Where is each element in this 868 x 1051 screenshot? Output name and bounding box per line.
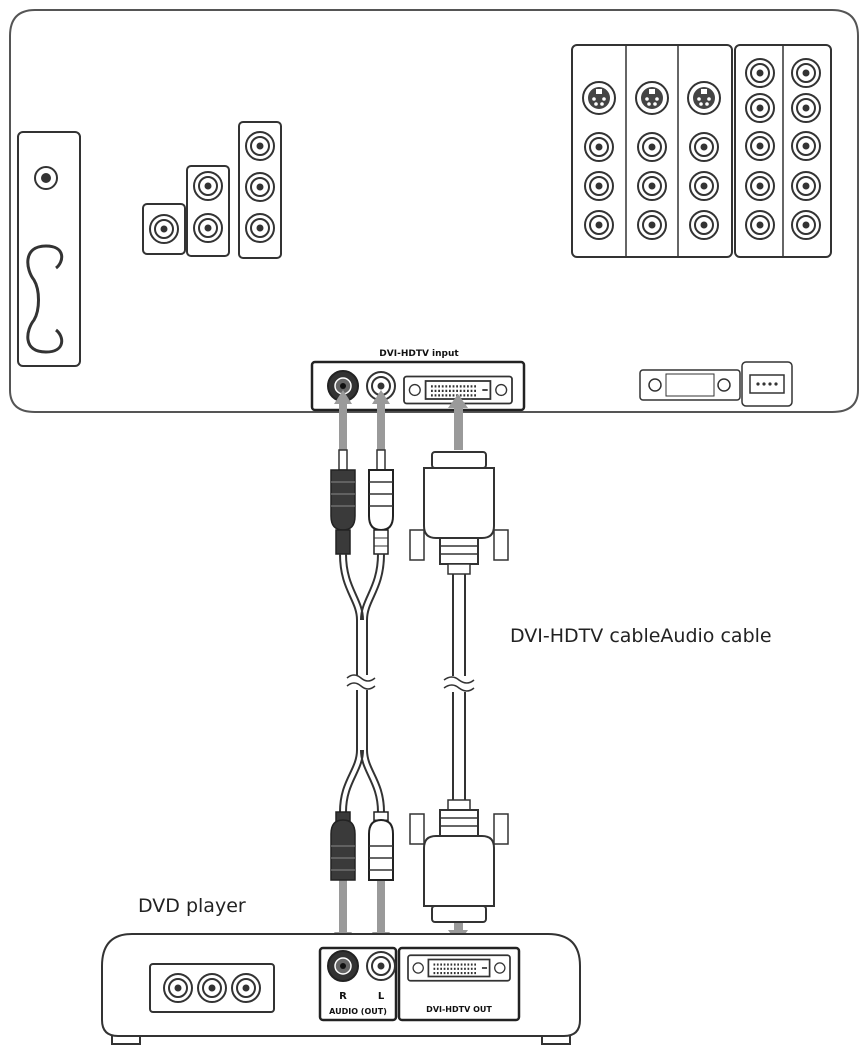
audio-plug-white-bottom (368, 811, 394, 881)
jack-group-3 (238, 121, 282, 259)
audio-cable (330, 449, 394, 881)
service-port (639, 361, 793, 407)
dvd-audio-jack-l (366, 951, 396, 981)
antenna-phone-module (17, 131, 81, 367)
audio-plug-black-top (330, 449, 356, 555)
cable-caption: DVI-HDTV cableAudio cable (510, 625, 772, 647)
dvd-audio-out-module: R L AUDIO (OUT) (318, 946, 398, 1022)
dvi-plug-bottom (409, 799, 509, 923)
dvd-dvi-out-module: DVI-HDTV OUT (397, 946, 521, 1022)
audio-plug-white-top (368, 449, 394, 555)
component-input-block (734, 44, 832, 258)
jack-l-label: L (378, 991, 385, 1002)
jack-group-2 (186, 165, 230, 257)
dvi-cable (409, 451, 509, 923)
dvi-hdtv-out-label: DVI-HDTV OUT (426, 1005, 492, 1014)
dvi-hdtv-input-module: DVI-HDTV input (310, 349, 526, 412)
audio-out-label: AUDIO (OUT) (329, 1007, 387, 1016)
dvd-audio-jack-r (327, 950, 359, 982)
tv-audio-jack-r (327, 370, 359, 402)
audio-plug-black-bottom (330, 811, 356, 881)
dvd-av-jacks (149, 963, 275, 1013)
av-input-block (571, 44, 733, 258)
dvd-player-label: DVD player (138, 895, 246, 917)
dvd-dvi-port (406, 954, 512, 982)
dvi-hdtv-input-label: DVI-HDTV input (379, 349, 459, 359)
dvi-plug-top (409, 451, 509, 575)
jack-r-label: R (339, 991, 347, 1002)
dvd-player: R L AUDIO (OUT) DVI-HDTV OUT (101, 933, 581, 1045)
coax-jack-group (142, 203, 186, 255)
